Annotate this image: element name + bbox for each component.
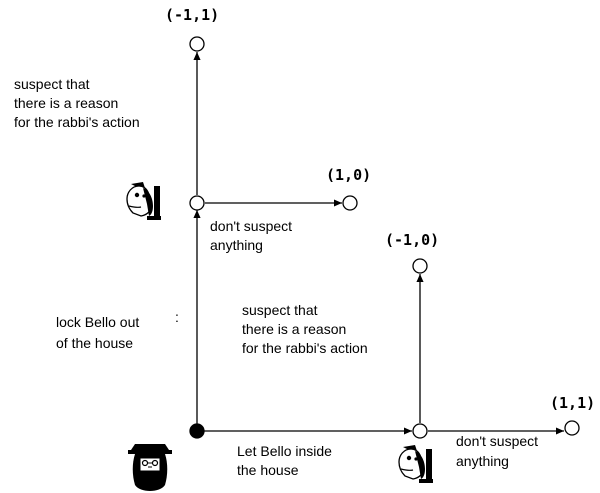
- label-let-1: Let Bello inside: [237, 443, 332, 459]
- terminal-node-mid: [342, 195, 358, 211]
- label-right-suspect-2: there is a reason: [242, 321, 346, 337]
- dog-decision-node-left: [189, 195, 205, 211]
- label-mid-dont-suspect-1: don't suspect: [210, 218, 292, 234]
- label-top-suspect-2: there is a reason: [14, 95, 118, 111]
- payoff-right-far: (1,1): [550, 394, 595, 412]
- rabbi-decision-node: [189, 423, 205, 439]
- stray-mark: :: [175, 309, 179, 325]
- label-let-2: the house: [237, 462, 299, 478]
- terminal-node-right-up: [412, 258, 428, 274]
- dog-icon: [126, 181, 162, 221]
- label-mid-dont-suspect-2: anything: [210, 237, 263, 253]
- dog-decision-node-right: [412, 423, 428, 439]
- label-lock-1: lock Bello out: [56, 314, 139, 330]
- label-right-dont-suspect-2: anything: [456, 453, 509, 469]
- label-lock-2: of the house: [56, 335, 133, 351]
- rabbi-icon: [128, 444, 172, 491]
- label-right-suspect-3: for the rabbi's action: [242, 340, 368, 356]
- label-right-dont-suspect-1: don't suspect: [456, 433, 538, 449]
- terminal-node-right-far: [564, 420, 580, 436]
- label-right-suspect-1: suspect that: [242, 302, 318, 318]
- payoff-top: (-1,1): [165, 6, 219, 24]
- terminal-node-top: [189, 36, 205, 52]
- payoff-mid: (1,0): [326, 166, 371, 184]
- label-top-suspect-1: suspect that: [14, 76, 90, 92]
- label-top-suspect-3: for the rabbi's action: [14, 114, 140, 130]
- dog-icon: [398, 444, 434, 484]
- payoff-right-up: (-1,0): [385, 231, 439, 249]
